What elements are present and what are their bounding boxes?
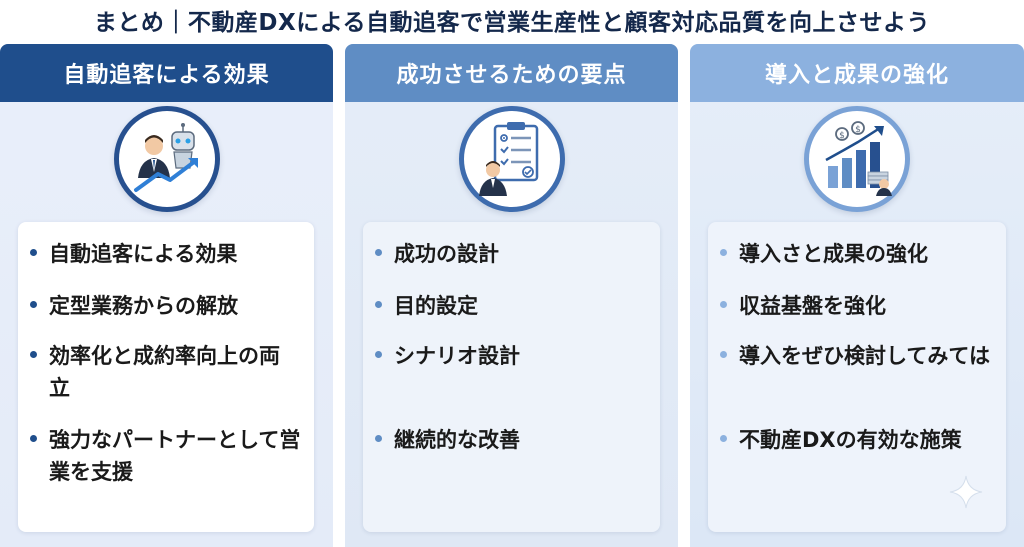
summary-columns: 自動追客による効果 [0,44,1024,547]
bullet-text: 導入さと成果の強化 [739,242,928,266]
sparkle-icon [949,475,983,509]
bullet-dot [720,351,727,358]
bullet-card: 成功の設計 目的設定 シナリオ設計 継続的な改善 [363,222,660,532]
list-item: 導入さと成果の強化 [708,238,1006,270]
bullet-dot [720,249,727,256]
list-item: 自動追客による効果 [18,238,314,270]
column-results: 導入と成果の強化 $ $ 導 [690,44,1024,547]
list-item: 継続的な改善 [363,424,660,456]
column-success-points: 成功させるための要点 [345,44,678,547]
svg-text:$: $ [839,131,845,141]
bullet-text: 不動産DXの有効な施策 [739,428,962,452]
bullet-text: 強力なパートナーとして営業を支援 [49,428,301,484]
list-item: 定型業務からの解放 [18,290,314,322]
bullet-dot [30,301,37,308]
bullet-text: 効率化と成約率向上の両立 [49,344,280,400]
bullet-dot [720,435,727,442]
bullet-dot [30,435,37,442]
list-item: 目的設定 [363,290,660,322]
bullet-text: シナリオ設計 [394,344,520,368]
list-item: 収益基盤を強化 [708,290,1006,322]
page-title: まとめ｜不動産DXによる自動追客で営業生産性と顧客対応品質を向上させよう [93,10,931,36]
list-item: シナリオ設計 [363,340,660,372]
list-item: 強力なパートナーとして営業を支援 [18,424,314,488]
column-header: 導入と成果の強化 [690,44,1024,102]
column-effects: 自動追客による効果 [0,44,333,547]
list-item: 導入をぜひ検討してみては [708,340,1006,372]
bullet-dot [375,301,382,308]
bullet-dot [30,249,37,256]
bullet-dot [720,301,727,308]
bullet-text: 成功の設計 [394,242,499,266]
bullet-dot [375,351,382,358]
bullet-text: 継続的な改善 [394,428,520,452]
bullet-text: 目的設定 [394,294,478,318]
list-item: 成功の設計 [363,238,660,270]
bullet-text: 自動追客による効果 [49,242,238,266]
bullet-text: 収益基盤を強化 [739,294,886,318]
business-person-robot-growth-icon [113,106,220,212]
svg-text:$: $ [855,125,861,135]
column-header: 自動追客による効果 [0,44,333,102]
bullet-text: 定型業務からの解放 [49,294,238,318]
column-header: 成功させるための要点 [345,44,678,102]
bullet-card: 導入さと成果の強化 収益基盤を強化 導入をぜひ検討してみては 不動産DXの有効な… [708,222,1006,532]
bullet-dot [30,351,37,358]
checklist-clipboard-person-icon [458,106,565,212]
bullet-dot [375,249,382,256]
bullet-dot [375,435,382,442]
revenue-growth-chart-icon: $ $ [804,106,910,212]
list-item: 不動産DXの有効な施策 [708,424,1006,456]
bullet-text: 導入をぜひ検討してみては [739,344,990,368]
bullet-card: 自動追客による効果 定型業務からの解放 効率化と成約率向上の両立 強力なパートナ… [18,222,314,532]
list-item: 効率化と成約率向上の両立 [18,340,314,404]
